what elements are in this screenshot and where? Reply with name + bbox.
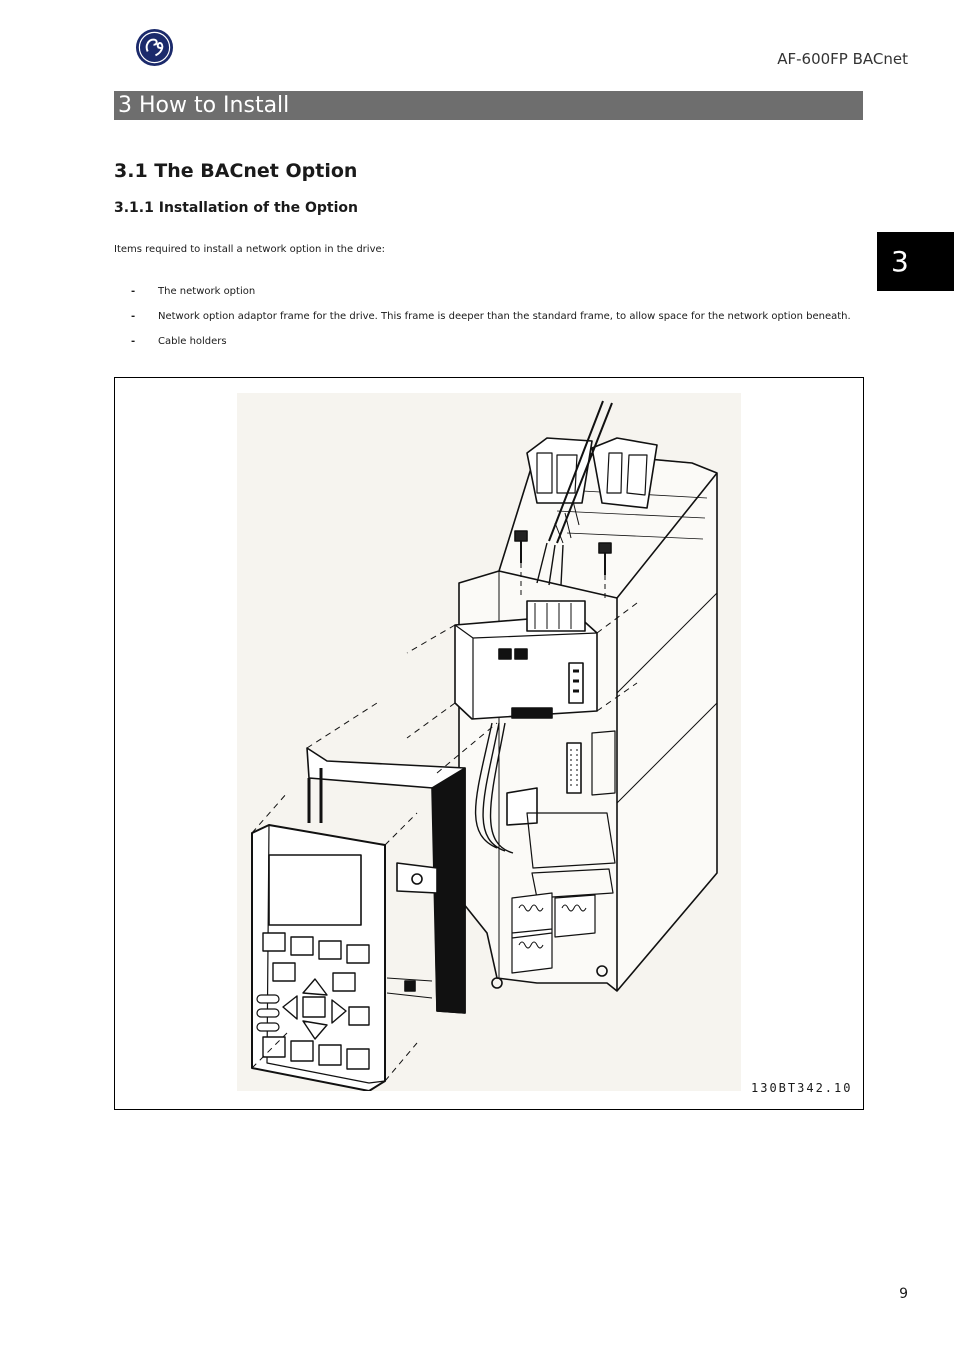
installation-figure: 130BT342.10	[114, 377, 864, 1110]
figure-code-label: 130BT342.10	[751, 1081, 853, 1095]
list-item: - Cable holders	[114, 336, 851, 361]
page-number: 9	[899, 1286, 908, 1302]
list-item-text: Cable holders	[158, 336, 227, 347]
bullet-marker: -	[131, 286, 136, 297]
chapter-tab: 3	[877, 232, 954, 291]
chapter-title-bar: 3 How to Install	[114, 91, 863, 120]
list-item-text: The network option	[158, 286, 256, 297]
subsection-heading: 3.1.1 Installation of the Option	[114, 200, 358, 216]
drive-illustration: 130BT342.10	[237, 393, 850, 1095]
required-items-list: - The network option - Network option ad…	[114, 286, 851, 361]
document-title: AF-600FP BACnet	[777, 50, 908, 68]
list-item-text: Network option adaptor frame for the dri…	[158, 311, 851, 322]
bullet-marker: -	[131, 311, 136, 322]
drive-exploded-view-drawing	[251, 400, 718, 1091]
intro-paragraph: Items required to install a network opti…	[114, 244, 386, 255]
section-heading: 3.1 The BACnet Option	[114, 160, 358, 182]
bullet-marker: -	[131, 336, 136, 347]
list-item: - The network option	[114, 286, 851, 311]
ge-logo-icon	[135, 28, 174, 67]
list-item: - Network option adaptor frame for the d…	[114, 311, 851, 336]
